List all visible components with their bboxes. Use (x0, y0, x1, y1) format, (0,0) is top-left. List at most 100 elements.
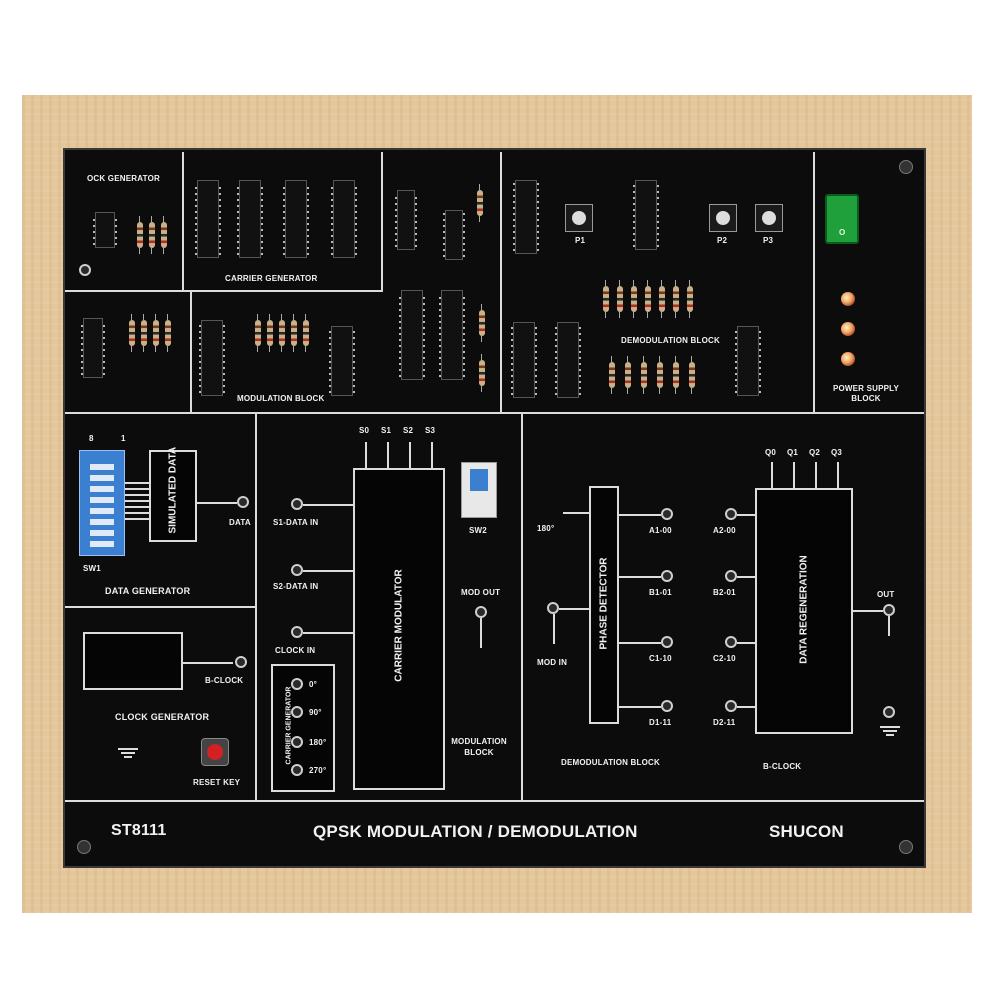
s1-data-in-label: S1-DATA IN (273, 518, 319, 527)
phase-90-label: 90° (309, 708, 322, 717)
c1-10-label: C1-10 (649, 654, 672, 663)
power-switch[interactable]: O (825, 194, 859, 244)
top-modulation-block-label: MODULATION BLOCK (237, 394, 325, 403)
d2-11-label: D2-11 (713, 718, 736, 727)
ic-chip (633, 180, 659, 250)
resistor (479, 354, 485, 392)
board-title: QPSK MODULATION / DEMODULATION (313, 822, 638, 841)
d2-11-jack[interactable] (725, 700, 737, 712)
b-clock-jack[interactable] (235, 656, 247, 668)
divider (500, 152, 502, 412)
potentiometer-p1[interactable] (565, 204, 593, 232)
out-jack[interactable] (883, 604, 895, 616)
b1-01-jack[interactable] (661, 570, 673, 582)
demod-b-clock-label: B-CLOCK (763, 762, 802, 771)
top-clock-generator-label: OCK GENERATOR (87, 174, 160, 183)
phase-0-label: 0° (309, 680, 318, 689)
reset-key-button[interactable] (201, 738, 229, 766)
carrier-generator-label: CARRIER GENERATOR (285, 686, 293, 765)
phase-detector-label: PHASE DETECTOR (598, 557, 610, 650)
wire (409, 442, 411, 468)
wire (303, 632, 353, 634)
potentiometer-p3[interactable] (755, 204, 783, 232)
screw-icon (899, 160, 913, 174)
carrier-generator-box (271, 664, 335, 792)
wire (771, 462, 773, 488)
divider (65, 290, 381, 292)
wire (837, 462, 839, 488)
resistor (631, 280, 637, 318)
q0-label: Q0 (765, 448, 777, 457)
b2-01-label: B2-01 (713, 588, 736, 597)
sw2-switch[interactable] (461, 462, 497, 518)
d1-11-jack[interactable] (661, 700, 673, 712)
s2-data-in-jack[interactable] (291, 564, 303, 576)
divider (182, 152, 184, 290)
resistor (479, 304, 485, 342)
gnd-jack[interactable] (883, 706, 895, 718)
resistor (291, 314, 297, 352)
reset-key-label: RESET KEY (193, 778, 241, 787)
clock-generator-block (83, 632, 183, 690)
mod-in-jack[interactable] (547, 602, 559, 614)
wire (619, 576, 661, 578)
mod-out-label: MOD OUT (461, 588, 501, 597)
phase-detector-block (589, 486, 619, 724)
dip-switch[interactable] (79, 450, 125, 556)
model-number: ST8111 (111, 822, 167, 839)
a1-00-jack[interactable] (661, 508, 673, 520)
mod-out-jack[interactable] (475, 606, 487, 618)
resistor (255, 314, 261, 352)
pot-label: P3 (763, 236, 774, 245)
resistor (617, 280, 623, 318)
phase-0-jack[interactable] (291, 678, 303, 690)
dip-traces (125, 480, 149, 520)
c1-10-jack[interactable] (661, 636, 673, 648)
select-pin-s2: S2 (403, 426, 414, 435)
divider-mid (65, 412, 924, 414)
b1-01-label: B1-01 (649, 588, 672, 597)
phase-90-jack[interactable] (291, 706, 303, 718)
wire (303, 504, 353, 506)
dip-switch-levers (90, 459, 114, 547)
power-led (841, 322, 855, 336)
divider (190, 290, 192, 412)
resistor (659, 280, 665, 318)
a2-00-jack[interactable] (725, 508, 737, 520)
c2-10-jack[interactable] (725, 636, 737, 648)
power-supply-label: POWER SUPPLY BLOCK (832, 384, 900, 403)
top-carrier-generator-label: CARRIER GENERATOR (225, 274, 318, 283)
data-output-jack[interactable] (237, 496, 249, 508)
wire (888, 616, 890, 636)
dip-right-label: 1 (121, 434, 126, 443)
resistor (153, 314, 159, 352)
trainer-panel: OCK GENERATOR CARRIER GENERATOR MODULATI… (63, 148, 926, 868)
ic-chip (199, 320, 225, 396)
wire (815, 462, 817, 488)
divider (521, 414, 523, 800)
resistor (645, 280, 651, 318)
s1-data-in-jack[interactable] (291, 498, 303, 510)
potentiometer-p2[interactable] (709, 204, 737, 232)
b-clock-label: B-CLOCK (205, 676, 244, 685)
clock-in-jack[interactable] (291, 626, 303, 638)
data-generator-title: DATA GENERATOR (105, 586, 191, 596)
a1-00-label: A1-00 (649, 526, 672, 535)
phase-180-jack[interactable] (291, 736, 303, 748)
wire (737, 576, 755, 578)
b2-01-jack[interactable] (725, 570, 737, 582)
divider (255, 414, 257, 800)
q2-label: Q2 (809, 448, 821, 457)
power-switch-label: O (839, 228, 846, 237)
resistor (689, 356, 695, 394)
test-point[interactable] (79, 264, 91, 276)
phase-270-jack[interactable] (291, 764, 303, 776)
ic-chip (439, 290, 465, 380)
clock-in-label: CLOCK IN (275, 646, 316, 655)
phase-180-label: 180° (309, 738, 327, 747)
power-led (841, 352, 855, 366)
wire (853, 610, 883, 612)
select-pin-s1: S1 (381, 426, 392, 435)
wire (183, 662, 233, 664)
data-output-label: DATA (229, 518, 251, 527)
